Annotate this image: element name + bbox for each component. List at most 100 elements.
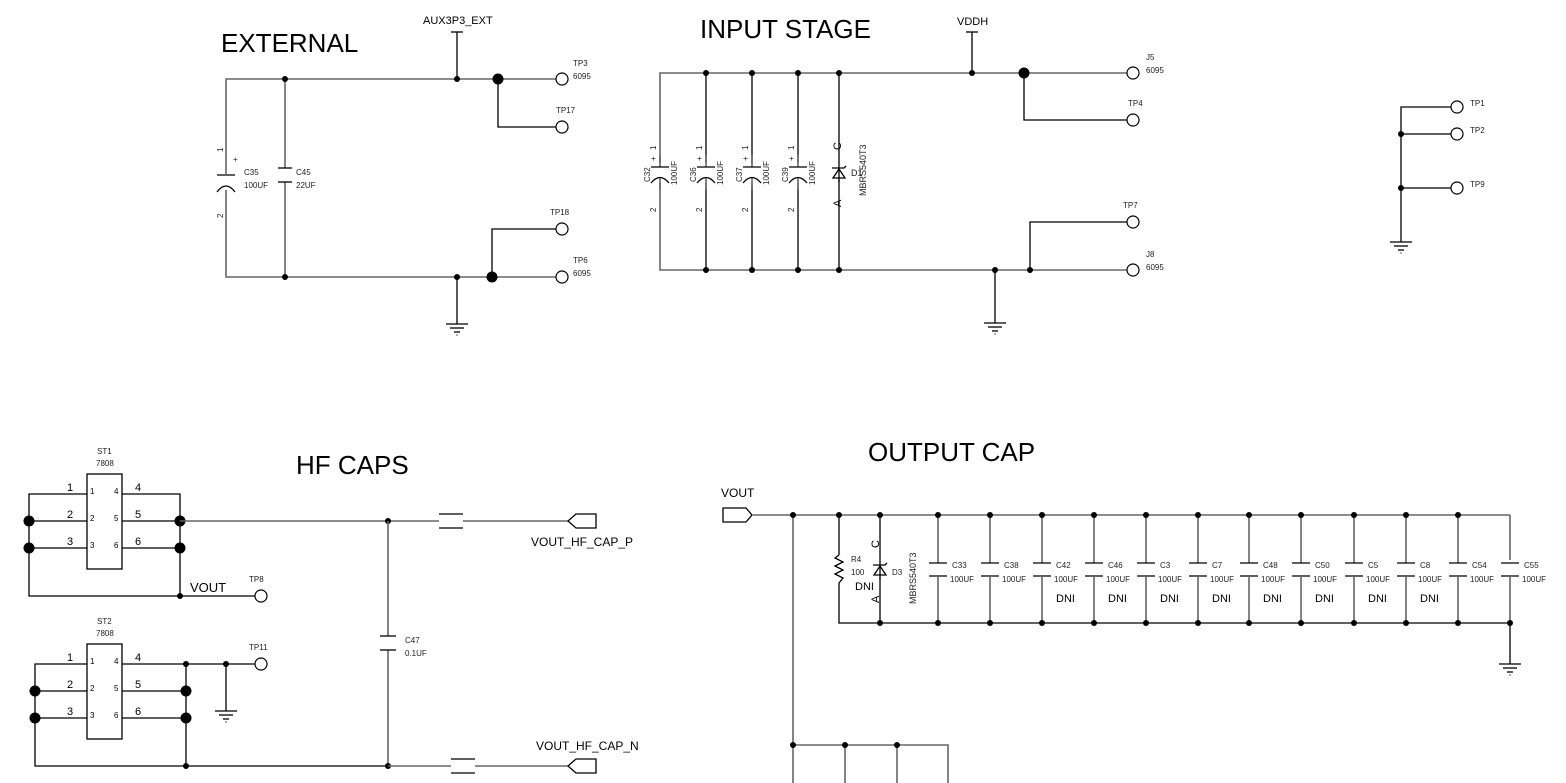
svg-text:C45: C45 — [296, 168, 311, 177]
ground-icon — [983, 322, 1007, 335]
junction-dot — [1246, 620, 1252, 626]
svg-text:5: 5 — [135, 509, 141, 521]
junction-dot — [935, 512, 941, 518]
power-net-label: AUX3P3_EXT — [423, 15, 493, 27]
svg-text:TP8: TP8 — [249, 575, 264, 584]
svg-text:DNI: DNI — [1420, 593, 1439, 605]
svg-text:C36: C36 — [689, 167, 698, 182]
test-point-tp7[interactable]: TP7 — [1123, 201, 1140, 229]
junction-dot — [1351, 512, 1357, 518]
svg-text:3: 3 — [90, 541, 95, 550]
junction-dot — [1143, 512, 1149, 518]
svg-text:TP17: TP17 — [556, 106, 576, 115]
svg-text:C: C — [832, 142, 844, 150]
junction-dot — [987, 620, 993, 626]
svg-text:1: 1 — [90, 487, 95, 496]
svg-text:MBRS540T3: MBRS540T3 — [858, 144, 868, 196]
capacitor-c47: C47 0.1UF — [380, 635, 427, 658]
svg-text:100UF: 100UF — [1261, 575, 1285, 584]
svg-text:100: 100 — [851, 568, 865, 577]
test-point-tp6[interactable]: TP6 6095 — [555, 256, 591, 284]
svg-text:6: 6 — [114, 541, 119, 550]
svg-text:+: + — [649, 156, 658, 161]
svg-text:6: 6 — [135, 706, 141, 718]
svg-text:100UF: 100UF — [1366, 575, 1390, 584]
svg-text:MBRS540T3: MBRS540T3 — [908, 552, 918, 604]
svg-text:C37: C37 — [735, 167, 744, 182]
test-point-tp1[interactable]: TP1 — [1450, 99, 1485, 114]
svg-text:2: 2 — [787, 207, 796, 212]
svg-text:1: 1 — [90, 657, 95, 666]
svg-text:6: 6 — [135, 536, 141, 548]
port-vout[interactable] — [722, 507, 753, 523]
test-point-tp2[interactable]: TP2 — [1450, 126, 1485, 141]
svg-text:2: 2 — [90, 514, 95, 523]
svg-text:DNI: DNI — [1056, 593, 1075, 605]
regulator-st2: ST2 7808 1 2 3 1 2 3 4 5 6 4 5 6 — [34, 617, 388, 767]
zener-diode-d1: C A D1 MBRS540T3 — [831, 142, 868, 207]
port-vout-hf-cap-n[interactable] — [567, 758, 597, 774]
svg-text:TP4: TP4 — [1128, 99, 1143, 108]
port-label-p: VOUT_HF_CAP_P — [531, 535, 633, 549]
wire — [225, 190, 556, 278]
section-ground-test-points: TP1 TP2 TP9 — [1389, 99, 1485, 254]
svg-text:1: 1 — [695, 145, 704, 150]
ground-icon — [445, 323, 469, 336]
test-point-tp4[interactable]: TP4 — [1126, 99, 1143, 127]
svg-text:DNI: DNI — [1315, 593, 1334, 605]
svg-text:6095: 6095 — [1146, 263, 1164, 272]
svg-text:5: 5 — [135, 679, 141, 691]
junction-dot — [1195, 620, 1201, 626]
svg-text:J8: J8 — [1146, 250, 1155, 259]
port-vout-hf-cap-p[interactable] — [567, 513, 597, 529]
power-port-icon — [966, 31, 978, 73]
svg-text:DNI: DNI — [1160, 593, 1179, 605]
svg-text:1: 1 — [67, 482, 73, 494]
test-point-tp3[interactable]: TP3 6095 — [555, 59, 591, 86]
test-point-tp9[interactable]: TP9 — [1450, 180, 1485, 195]
svg-text:100UF: 100UF — [716, 161, 725, 185]
svg-text:4: 4 — [114, 657, 119, 666]
svg-text:TP11: TP11 — [249, 643, 268, 652]
junction-dot — [1403, 512, 1409, 518]
junction-dot — [987, 512, 993, 518]
section-title-output-cap: OUTPUT CAP — [868, 437, 1035, 467]
svg-text:100UF: 100UF — [762, 161, 771, 185]
power-port-icon — [451, 31, 463, 79]
svg-text:1: 1 — [216, 147, 225, 152]
svg-text:100UF: 100UF — [670, 161, 679, 185]
svg-text:7808: 7808 — [96, 459, 114, 468]
wire — [225, 78, 556, 158]
svg-text:C46: C46 — [1108, 561, 1123, 570]
ground-icon — [1389, 241, 1413, 254]
svg-text:TP1: TP1 — [1470, 99, 1485, 108]
connector-j5[interactable]: J5 6095 — [1126, 53, 1164, 80]
svg-text:J5: J5 — [1146, 53, 1155, 62]
junction-dot — [1455, 620, 1461, 626]
svg-text:2: 2 — [695, 207, 704, 212]
svg-text:C47: C47 — [405, 636, 420, 645]
connector-j8[interactable]: J8 6095 — [1126, 250, 1164, 277]
test-point-tp17[interactable]: TP17 — [555, 106, 576, 134]
capacitor-c3: C3 100UF DNI — [1137, 515, 1182, 623]
test-point-tp8[interactable]: TP8 — [249, 575, 268, 603]
svg-text:C3: C3 — [1160, 561, 1171, 570]
junction-dot — [1507, 620, 1513, 626]
svg-text:C33: C33 — [952, 561, 967, 570]
test-point-tp11[interactable]: TP11 — [249, 643, 268, 671]
svg-text:100UF: 100UF — [1158, 575, 1182, 584]
svg-text:TP18: TP18 — [550, 208, 570, 217]
svg-text:DNI: DNI — [1368, 593, 1387, 605]
svg-text:4: 4 — [114, 487, 119, 496]
svg-text:TP6: TP6 — [573, 256, 588, 265]
test-point-tp18[interactable]: TP18 — [550, 208, 570, 236]
svg-text:3: 3 — [67, 706, 73, 718]
